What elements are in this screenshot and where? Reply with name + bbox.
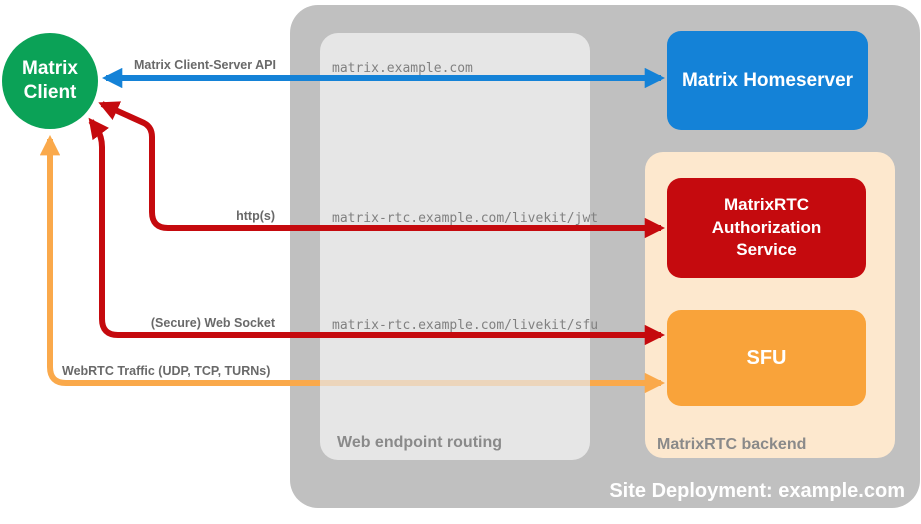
sfu-label: SFU: [746, 346, 787, 369]
matrix-homeserver-label: Matrix Homeserver: [681, 69, 854, 91]
http-label: http(s): [236, 209, 275, 223]
matrixrtc-authorization-service-node: MatrixRTC Authorization Service: [667, 178, 866, 278]
web-endpoint-routing-label: Web endpoint routing: [337, 434, 503, 451]
livekit-sfu-url-label: matrix-rtc.example.com/livekit/sfu: [332, 318, 599, 333]
livekit-jwt-url-label: matrix-rtc.example.com/livekit/jwt: [332, 211, 599, 226]
matrix-url-label: matrix.example.com: [332, 61, 473, 76]
web-endpoint-routing-zone: [320, 33, 590, 460]
matrixrtc-authorization-service-label: MatrixRTC Authorization Service: [711, 194, 822, 260]
matrix-client-label: Matrix Client: [22, 58, 78, 103]
client-server-api-label: Matrix Client-Server API: [134, 58, 276, 72]
matrix-client-node: Matrix Client: [2, 33, 98, 129]
matrixrtc-backend-label: MatrixRTC backend: [657, 436, 807, 453]
webrtc-traffic-label: WebRTC Traffic (UDP, TCP, TURNs): [62, 364, 271, 378]
sfu-node: SFU: [667, 310, 866, 406]
websocket-label: (Secure) Web Socket: [150, 316, 275, 330]
matrix-homeserver-node: Matrix Homeserver: [667, 31, 868, 130]
site-deployment-label: Site Deployment: example.com: [609, 480, 905, 502]
webrtc-arrow-client-segment: [39, 134, 320, 386]
